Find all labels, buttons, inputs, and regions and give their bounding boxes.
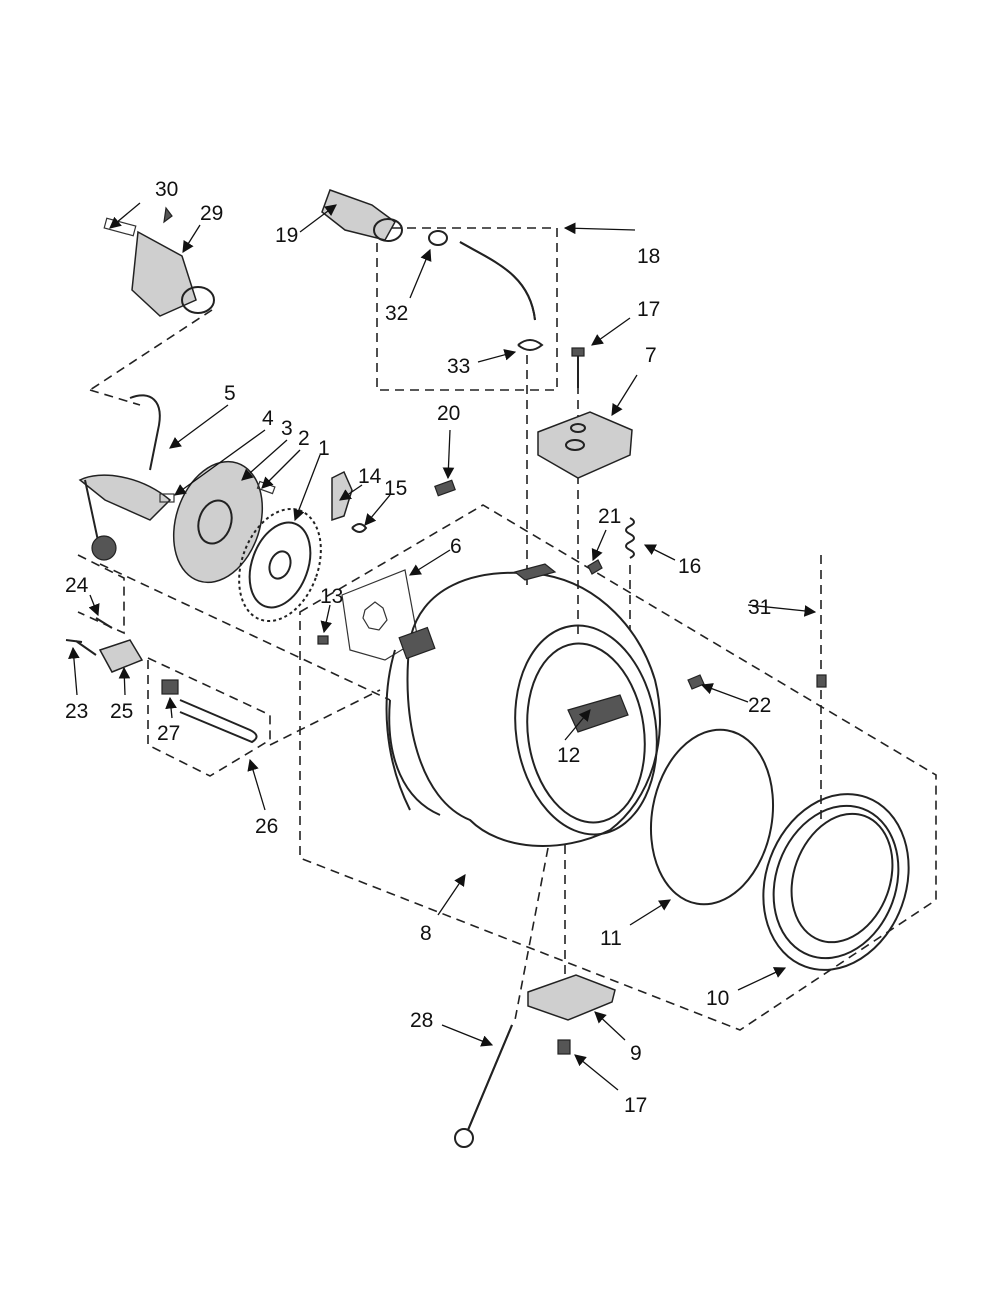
callout-7: 7: [645, 344, 657, 367]
clip-20: [434, 479, 456, 497]
inlet-funnel: [321, 189, 403, 242]
screw-top: [571, 347, 585, 388]
clip-21: [587, 559, 603, 575]
sump-hose: [78, 394, 172, 561]
callout-10: 10: [706, 987, 729, 1010]
washer-15: [351, 523, 368, 533]
rear-gasket: [341, 569, 419, 661]
thermistor-25: [98, 639, 144, 673]
callout-15: 15: [384, 477, 407, 500]
callout-30: 30: [155, 178, 178, 201]
bracket-14: [331, 470, 353, 522]
callout-17-top: 17: [637, 298, 660, 321]
tub-assembly-boundary: [299, 504, 937, 1031]
callout-20: 20: [437, 402, 460, 425]
callout-11: 11: [600, 927, 622, 950]
heater-kit-boundary: [147, 656, 271, 777]
callout-33: 33: [447, 355, 470, 378]
callout-1: 1: [318, 437, 330, 460]
callout-2: 2: [298, 427, 310, 450]
callout-16: 16: [678, 555, 701, 578]
callout-31: 31: [748, 596, 771, 619]
callout-32: 32: [385, 302, 408, 325]
outer-tub: [385, 563, 661, 847]
callout-14: 14: [358, 465, 382, 488]
callout-8: 8: [420, 922, 432, 945]
front-ring: [762, 793, 910, 971]
tub-seal: [649, 728, 775, 906]
screw-24: [95, 617, 113, 629]
rear-drum-cover: [159, 460, 276, 584]
callout-28: 28: [410, 1009, 433, 1032]
nut-22: [687, 674, 705, 690]
spring-16: [625, 517, 635, 559]
callout-3: 3: [281, 417, 293, 440]
screw-bracket-boundary: [77, 554, 125, 635]
callout-21: 21: [598, 505, 621, 528]
callout-18: 18: [637, 245, 660, 268]
callout-23: 23: [65, 700, 88, 723]
callout-12: 12: [557, 744, 580, 767]
callout-17-bottom: 17: [624, 1094, 647, 1117]
callout-29: 29: [200, 202, 223, 225]
top-bracket: [537, 411, 633, 479]
callout-26: 26: [255, 815, 278, 838]
callout-25: 25: [110, 700, 133, 723]
callout-4: 4: [262, 407, 274, 430]
callout-13: 13: [320, 585, 343, 608]
callout-22: 22: [748, 694, 771, 717]
tub-vent: [567, 694, 629, 733]
pump-housing: [103, 206, 215, 317]
callout-24: 24: [65, 574, 89, 597]
screw-31: [816, 674, 827, 688]
callout-27: 27: [157, 722, 180, 745]
assembly-lines: [89, 309, 822, 1021]
bottom-bracket: [527, 974, 616, 1021]
callout-labels: 30 29 19 18 32 33 17 7 5 4 3 2 1 14 15 2…: [65, 178, 771, 1117]
callout-19: 19: [275, 224, 298, 247]
screw-bottom: [557, 1039, 571, 1055]
screw-23: [65, 639, 97, 656]
heating-element: [161, 679, 258, 744]
shock-absorber: [454, 1024, 513, 1148]
screw-13: [317, 635, 329, 645]
callout-5: 5: [224, 382, 236, 405]
callout-6: 6: [450, 535, 462, 558]
leader-lines: [68, 202, 817, 1091]
drain-hose: [428, 230, 544, 351]
hose-kit-boundary: [376, 227, 558, 391]
callout-9: 9: [630, 1042, 642, 1065]
